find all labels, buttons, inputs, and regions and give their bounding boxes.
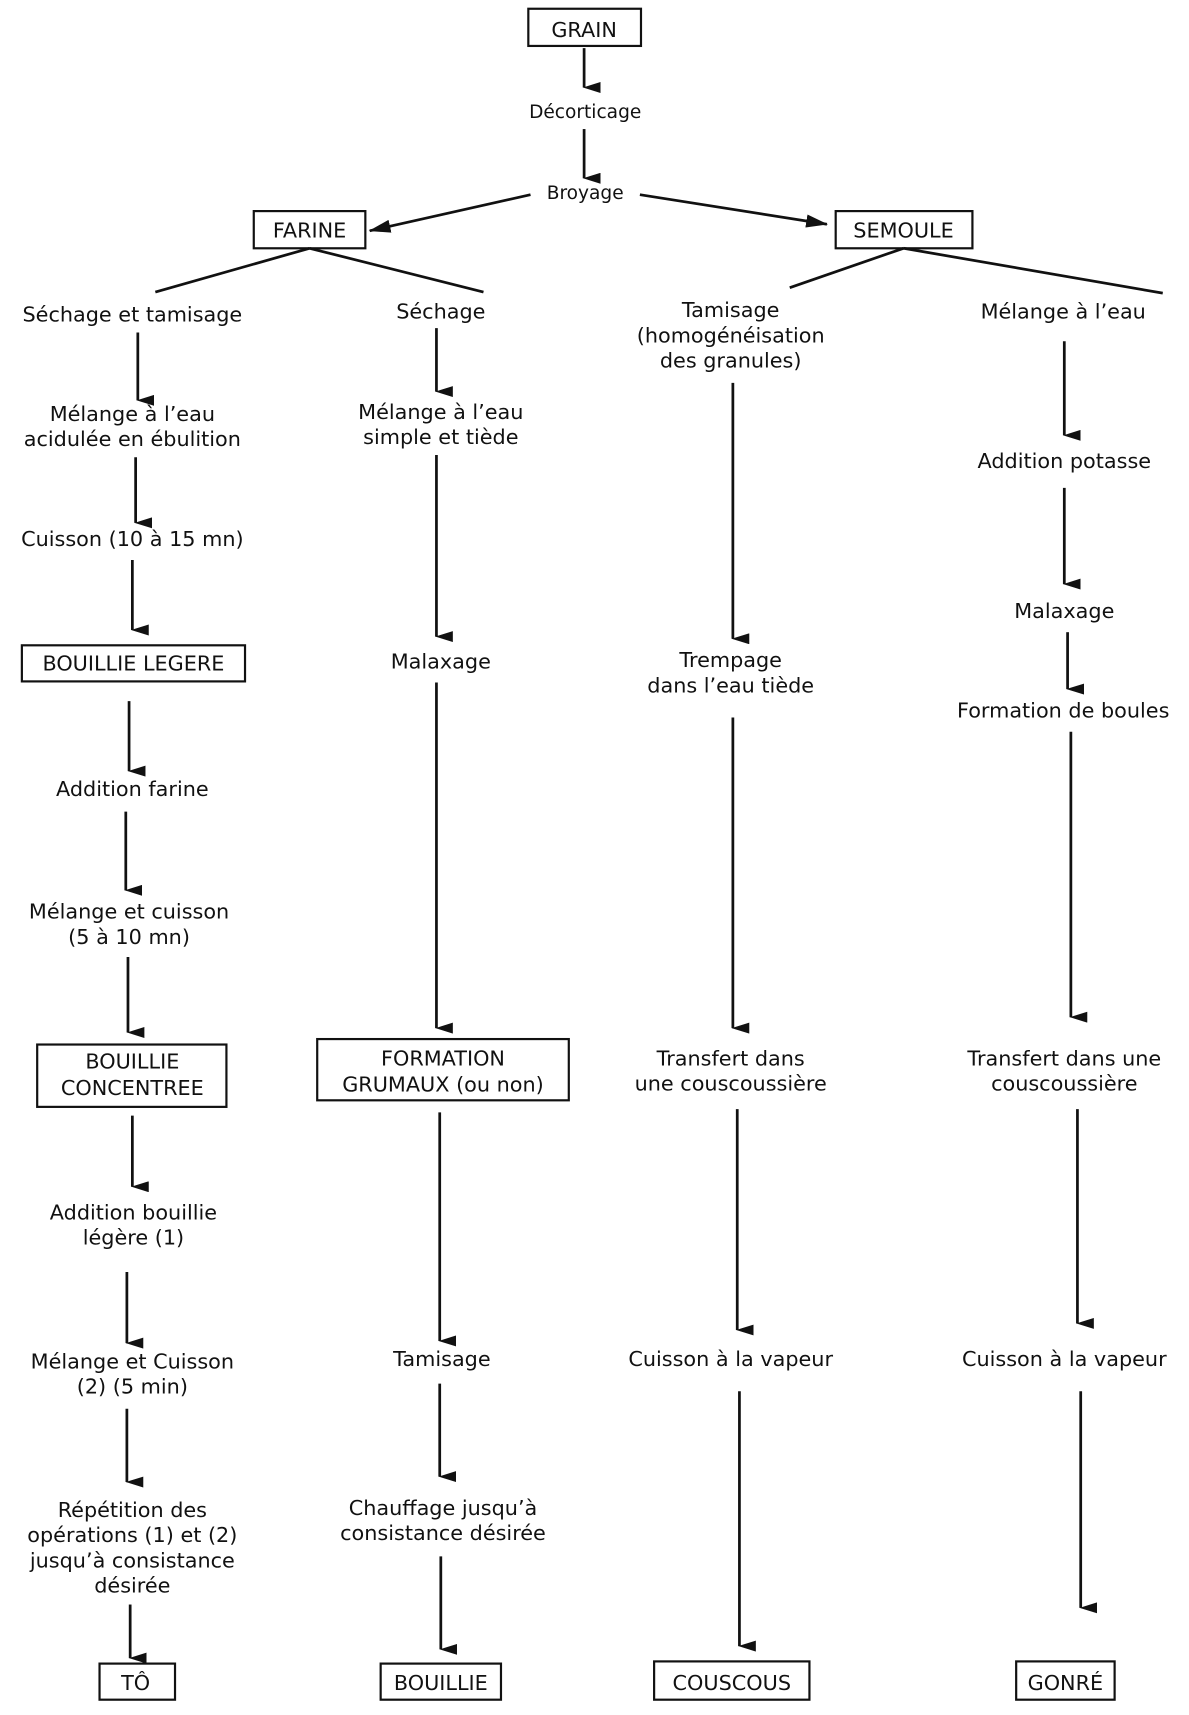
c1-melange-cuisson2-1: Mélange et Cuisson xyxy=(31,1349,234,1373)
c1-addition-bouillie-2: légère (1) xyxy=(83,1226,184,1250)
grain-label: GRAIN xyxy=(551,18,617,42)
c1-melange-eau-2: acidulée en ébulition xyxy=(24,427,241,451)
c2-melange-eau-1: Mélange à l’eau xyxy=(358,400,523,424)
c4-gonre-box xyxy=(1015,1660,1116,1701)
c1-melange-eau-1: Mélange à l’eau xyxy=(50,402,215,426)
c2-bouillie-label: BOUILLIE xyxy=(394,1671,488,1695)
node-farine: FARINE xyxy=(252,210,367,250)
c1-to-label: TÔ xyxy=(120,1670,150,1695)
c3-trempage-2: dans l’eau tiède xyxy=(647,673,814,697)
c1-repetition-4: désirée xyxy=(94,1574,170,1598)
branch-farine-col1 xyxy=(154,246,310,294)
c1-bouillie-legere-box xyxy=(20,644,247,683)
c2-chauffage-1: Chauffage jusqu’à xyxy=(349,1496,538,1520)
c1-repetition-3: jusqu’à consistance xyxy=(29,1548,235,1572)
c2-melange-eau-2: simple et tiède xyxy=(363,425,518,449)
c4-malaxage: Malaxage xyxy=(1014,599,1114,623)
c2-formation-grumaux-2: GRUMAUX (ou non) xyxy=(342,1073,544,1097)
c4-gonre-label: GONRÉ xyxy=(1028,1670,1104,1695)
c1-bouillie-concentree-1: BOUILLIE xyxy=(85,1050,179,1074)
semoule-box xyxy=(834,210,974,250)
c1-addition-farine: Addition farine xyxy=(56,777,209,801)
arrow-broyage-farine xyxy=(368,193,531,233)
column-couscous: Tamisage (homogénéisation des granules) … xyxy=(628,298,833,1701)
c3-transfert-1: Transfert dans xyxy=(656,1046,805,1070)
farine-label: FARINE xyxy=(273,218,346,242)
c2-tamisage: Tamisage xyxy=(392,1347,490,1371)
farine-box xyxy=(252,210,367,250)
c3-couscous-box xyxy=(653,1660,811,1701)
c4-transfert-1: Transfert dans une xyxy=(966,1046,1161,1070)
arrow-broyage-semoule xyxy=(639,193,829,228)
c3-tamisage-1: Tamisage xyxy=(681,298,779,322)
c3-trempage-1: Trempage xyxy=(678,648,782,672)
c1-sechage-tamisage: Séchage et tamisage xyxy=(22,303,242,327)
column-bouillie: Séchage Mélange à l’eau simple et tiède … xyxy=(316,299,570,1701)
c3-cuisson-vapeur: Cuisson à la vapeur xyxy=(628,1347,833,1371)
c1-melange-cuisson2-2: (2) (5 min) xyxy=(77,1374,188,1398)
c2-bouillie-box xyxy=(379,1662,503,1701)
c4-melange-eau: Mélange à l’eau xyxy=(981,299,1146,323)
branch-semoule-col3 xyxy=(789,246,904,289)
node-semoule: SEMOULE xyxy=(834,210,974,250)
c1-melange-cuisson-2: (5 à 10 mn) xyxy=(68,925,190,949)
step-decorticage: Décorticage xyxy=(529,102,641,123)
c3-couscous-label: COUSCOUS xyxy=(673,1671,791,1695)
c1-repetition-2: opérations (1) et (2) xyxy=(27,1523,237,1547)
c3-tamisage-3: des granules) xyxy=(660,349,802,373)
c3-transfert-2: une couscoussière xyxy=(635,1071,827,1095)
column-to: Séchage et tamisage Mélange à l’eau acid… xyxy=(20,303,247,1701)
branch-farine-col2 xyxy=(309,246,484,294)
column-gonre: Mélange à l’eau Addition potasse Malaxag… xyxy=(957,299,1169,1701)
c1-addition-bouillie-1: Addition bouillie xyxy=(50,1201,217,1225)
c1-bouillie-legere: BOUILLIE LEGERE xyxy=(42,651,224,675)
c4-formation-boules: Formation de boules xyxy=(957,699,1169,723)
node-grain: GRAIN xyxy=(527,7,643,48)
semoule-label: SEMOULE xyxy=(853,218,953,242)
c1-cuisson: Cuisson (10 à 15 mn) xyxy=(21,527,244,551)
c2-sechage: Séchage xyxy=(396,299,485,323)
c1-bouillie-concentree-box xyxy=(36,1043,228,1108)
c4-addition-potasse: Addition potasse xyxy=(978,449,1152,473)
c2-malaxage: Malaxage xyxy=(391,649,491,673)
c2-formation-grumaux-box xyxy=(316,1037,570,1102)
c1-repetition-1: Répétition des xyxy=(58,1498,207,1522)
c4-cuisson-vapeur: Cuisson à la vapeur xyxy=(962,1347,1167,1371)
step-broyage: Broyage xyxy=(547,183,624,204)
c1-melange-cuisson-1: Mélange et cuisson xyxy=(29,900,229,924)
c3-tamisage-2: (homogénéisation xyxy=(637,323,825,347)
branch-semoule-col4 xyxy=(903,246,1163,295)
c1-bouillie-concentree-2: CONCENTREE xyxy=(61,1076,204,1100)
c4-transfert-2: couscoussière xyxy=(991,1071,1137,1095)
grain-box xyxy=(527,7,643,48)
c1-to-box xyxy=(98,1662,177,1701)
c2-chauffage-2: consistance désirée xyxy=(340,1521,546,1545)
c2-formation-grumaux-1: FORMATION xyxy=(381,1046,505,1070)
